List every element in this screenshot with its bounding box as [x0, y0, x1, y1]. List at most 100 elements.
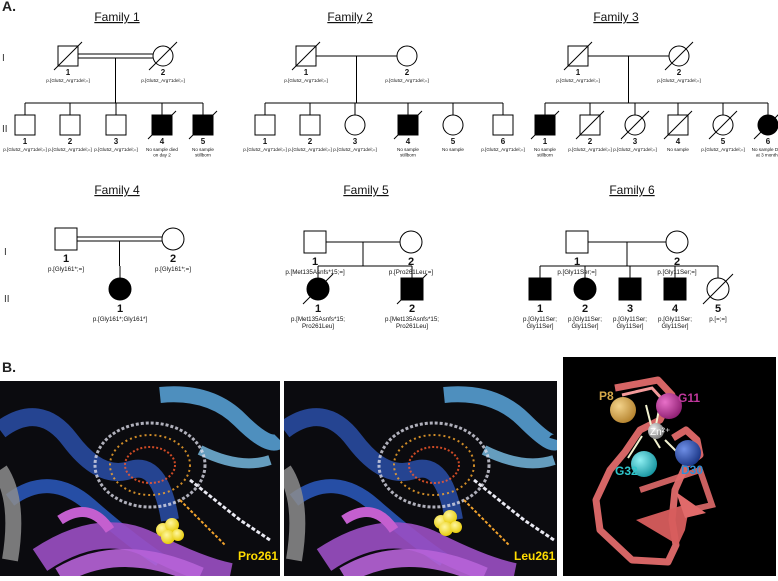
generation-label-i: I	[4, 247, 7, 258]
individual-number: 5	[451, 137, 456, 146]
individual-genotype: p.[Glu52_Arg71del;=]	[288, 147, 332, 152]
individual-genotype: p.[Gly11Ser;=]	[557, 269, 597, 276]
individual-number: 1	[537, 303, 543, 315]
female-individual-symbol	[665, 230, 689, 254]
individual-number: 1	[574, 256, 580, 268]
individual-genotype: No sample Diedat 3 months	[752, 147, 778, 158]
zinc-site-image: P8 G11 Zn²⁺ G32 D30	[563, 357, 776, 576]
individual-genotype: p.[Glu52_Arg71del;=]	[657, 78, 701, 83]
individual-number: 2	[68, 137, 73, 146]
male-individual-symbol	[663, 277, 687, 301]
individual-number: 1	[63, 253, 69, 265]
individual-number: 5	[201, 137, 206, 146]
individual-genotype: p.[Glu52_Arg71del;=]	[94, 147, 138, 152]
individual-genotype: p.[Pro261Leu;=]	[389, 269, 433, 276]
individual-genotype: p.[Met135Asnfs*15;Pro261Leu]	[291, 316, 345, 330]
individual-number: 5	[721, 137, 726, 146]
individual-genotype: p.[Glu52_Arg71del;=]	[243, 147, 287, 152]
individual-number: 1	[304, 68, 309, 77]
pedigree-family-4: Family 41p.[Gly161*;=]2p.[Gly161*;=]1p.[…	[48, 183, 191, 323]
generation-label-ii: II	[2, 124, 8, 135]
family-title: Family 3	[593, 10, 639, 24]
female-individual-symbol	[108, 277, 132, 301]
individual-number: 2	[409, 303, 415, 315]
individual-genotype: p.[Glu52_Arg71del;=]	[48, 147, 92, 152]
structure-leu261-image: Leu261	[284, 381, 557, 576]
individual-number: 1	[576, 68, 581, 77]
individual-genotype: p.[Gly161*;Gly161*]	[93, 316, 148, 323]
individual-number: 3	[627, 303, 633, 315]
individual-genotype: p.[Gly161*;=]	[155, 266, 191, 273]
male-individual-symbol	[528, 277, 552, 301]
deceased-slash	[188, 110, 218, 140]
pro261-label: Pro261	[238, 549, 278, 563]
male-individual-symbol	[105, 114, 127, 136]
individual-genotype: p.[Glu52_Arg71del;=]	[284, 78, 328, 83]
individual-genotype: p.[Gly11Ser;Gly11Ser]	[658, 316, 692, 330]
individual-genotype: p.[Glu52_Arg71del;=]	[481, 147, 525, 152]
individual-number: 1	[117, 303, 123, 315]
d30-label: D30	[681, 463, 703, 477]
g11-label: G11	[678, 391, 700, 405]
individual-number: 2	[674, 256, 680, 268]
individual-genotype: p.[Glu52_Arg71del;=]	[613, 147, 657, 152]
deceased-slash	[148, 41, 178, 71]
individual-genotype: p.[Gly11Ser;Gly11Ser]	[523, 316, 557, 330]
individual-number: 1	[315, 303, 321, 315]
female-individual-symbol	[344, 114, 366, 136]
family-title: Family 5	[343, 183, 389, 197]
individual-number: 2	[677, 68, 682, 77]
female-individual-symbol	[399, 230, 423, 254]
male-individual-symbol	[54, 227, 78, 251]
deceased-slash	[530, 110, 560, 140]
individual-genotype: p.[Glu52_Arg71del;=]	[333, 147, 377, 152]
individual-number: 2	[405, 68, 410, 77]
male-individual-symbol	[303, 230, 327, 254]
individual-number: 6	[501, 137, 506, 146]
deceased-slash	[702, 273, 734, 305]
female-individual-symbol	[573, 277, 597, 301]
panel-a-label: A.	[2, 0, 16, 14]
individual-number: 4	[676, 137, 681, 146]
female-individual-symbol	[396, 45, 418, 67]
male-individual-symbol	[492, 114, 514, 136]
deceased-slash	[563, 41, 593, 71]
deceased-slash	[708, 110, 738, 140]
deceased-slash	[53, 41, 83, 71]
individual-number: 1	[23, 137, 28, 146]
deceased-slash	[620, 110, 650, 140]
family-title: Family 6	[609, 183, 655, 197]
individual-genotype: p.[Glu52_Arg71del;=]	[46, 78, 90, 83]
individual-number: 2	[308, 137, 313, 146]
individual-number: 1	[312, 256, 318, 268]
individual-genotype: p.[Glu52_Arg71del;=]	[556, 78, 600, 83]
deceased-slash	[575, 110, 605, 140]
pedigree-family-5: Family 51p.[Met135Asnfs*15;=]2p.[Pro261L…	[285, 183, 439, 330]
male-individual-symbol	[618, 277, 642, 301]
generation-label-ii: II	[4, 294, 10, 305]
individual-number: 2	[582, 303, 588, 315]
individual-genotype: p.[Met135Asnfs*15;=]	[285, 269, 345, 276]
individual-number: 2	[588, 137, 593, 146]
female-individual-symbol	[161, 227, 185, 251]
individual-genotype: p.[Glu52_Arg71del;=]	[568, 147, 612, 152]
individual-genotype: No sample	[442, 147, 464, 152]
deceased-slash	[393, 110, 423, 140]
individual-genotype: p.[Glu52_Arg71del;=]	[701, 147, 745, 152]
generation-label-i: I	[2, 53, 5, 64]
individual-genotype: p.[Glu52_Arg71del;=]	[385, 78, 429, 83]
individual-genotype: p.[Gly11Ser;Gly11Ser]	[613, 316, 647, 330]
pedigree-panel: Family 11p.[Glu52_Arg71del;=]2p.[Glu52_A…	[3, 10, 778, 330]
individual-number: 5	[715, 303, 721, 315]
individual-number: 1	[263, 137, 268, 146]
individual-number: 2	[408, 256, 414, 268]
zn-label: Zn²⁺	[650, 427, 670, 438]
individual-number: 1	[543, 137, 548, 146]
male-individual-symbol	[299, 114, 321, 136]
deceased-slash	[291, 41, 321, 71]
p8-label: P8	[599, 389, 614, 403]
